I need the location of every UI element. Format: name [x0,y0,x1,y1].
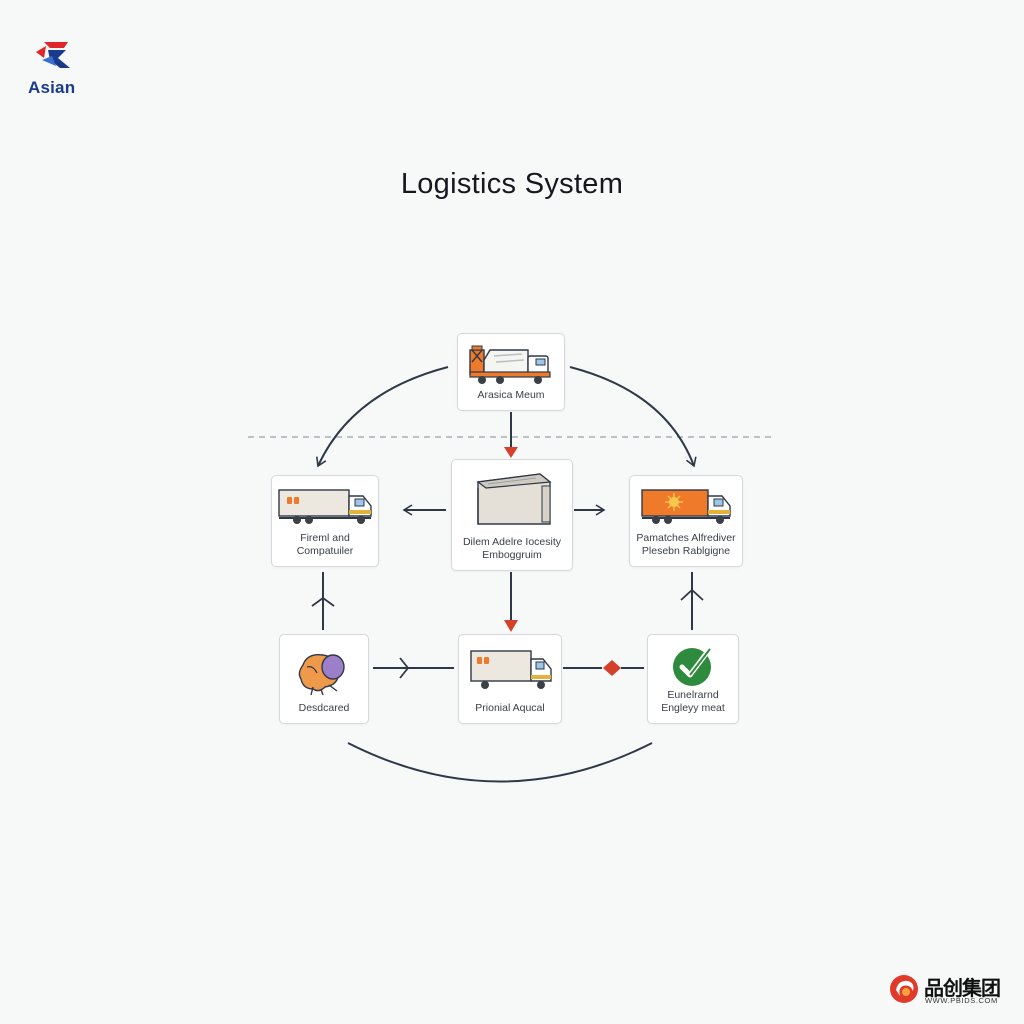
node-bottom-right-label: Eunelrarnd Engleyy meat [661,689,725,714]
tick-right-vertical [680,588,704,601]
node-top-label: Arasica Meum [477,389,545,401]
delivery-van-icon [459,643,561,696]
tick-bottom-left [399,657,410,679]
node-center[interactable]: Dilem Adelre Iocesity Emboggruim [451,459,573,571]
node-left-label: Fireml and Compatuiler [296,532,354,557]
watermark-swirl-icon [890,975,918,1003]
arc-top-right [569,366,697,468]
orange-truck-icon [630,484,742,531]
node-right-label: Pamatches Alfrediver Plesebn Rablgigne [636,532,736,557]
tick-left-vertical [311,596,335,607]
brand-logo: Asian [26,38,90,98]
node-bottom-left-label: Desdcared [298,702,350,714]
red-arrowhead-bottom [504,620,518,632]
node-right[interactable]: Pamatches Alfrediver Plesebn Rablgigne [629,475,743,567]
arc-top-left [316,366,449,468]
node-bottom-right[interactable]: Eunelrarnd Engleyy meat [647,634,739,724]
parcel-creature-icon [280,643,368,704]
node-center-label: Dilem Adelre Iocesity Emboggruim [462,536,562,561]
box-truck-icon [272,484,378,531]
decision-diamond-icon [603,660,621,676]
watermark-brand: 品创集团 [924,978,1001,1000]
logo-wordmark: Asian [28,78,76,97]
watermark-url: WWW.PBIDS.COM [925,996,998,1005]
arc-bottom [347,742,653,783]
diagram-title: Logistics System [400,168,624,200]
logo-mark-icon [36,42,70,68]
node-top[interactable]: Arasica Meum [457,333,565,411]
watermark: 品创集团 WWW.PBIDS.COM [888,972,1010,1012]
checkmark-icon [648,643,738,694]
node-bottom-left[interactable]: Desdcared [279,634,369,724]
warehouse-box-icon [452,468,572,535]
tanker-truck-icon [458,342,564,393]
red-arrowhead-top [504,447,518,458]
node-bottom-center-label: Prionial Aqucal [475,702,545,714]
node-left[interactable]: Fireml and Compatuiler [271,475,379,567]
node-bottom-center[interactable]: Prionial Aqucal [458,634,562,724]
